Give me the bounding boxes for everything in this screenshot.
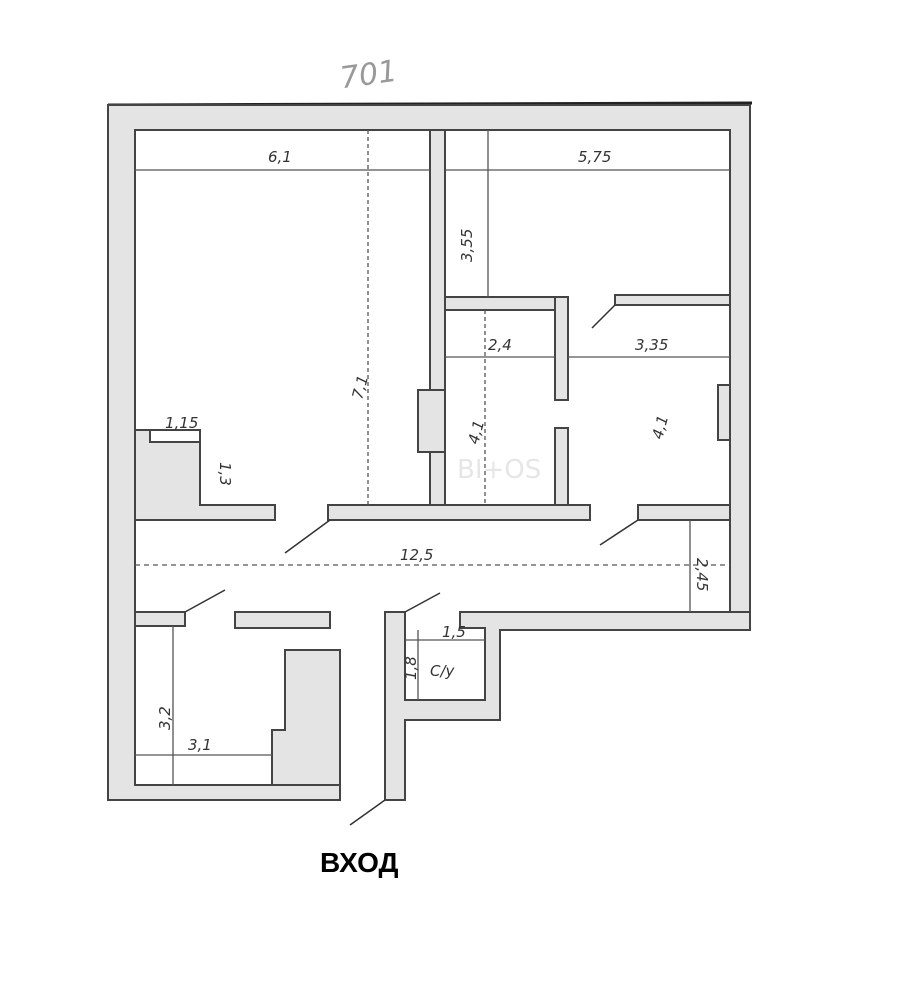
door-entrance[interactable] (349, 799, 386, 826)
interior-walls (134, 129, 731, 786)
door-room1[interactable] (284, 519, 331, 554)
dim-label-1-15: 1,15 (165, 414, 198, 432)
wall-corridor-north-right (637, 504, 731, 521)
dim-label-6-1: 6,1 (268, 148, 292, 166)
dim-label-3-2: 3,2 (156, 706, 174, 730)
door-room2[interactable] (591, 304, 616, 329)
wall-room3-room4-upper (554, 296, 569, 401)
apartment-number: 701 (338, 54, 400, 97)
door-room4[interactable] (599, 519, 639, 546)
dim-label-4-1-room3: 4,1 (464, 418, 488, 446)
bathroom-label: С/у (430, 662, 456, 680)
dim-label-1-3: 1,3 (216, 462, 234, 486)
door-bathroom[interactable] (404, 592, 441, 613)
niche-outline (149, 429, 201, 443)
room5-wall-block (271, 649, 341, 786)
doors (184, 304, 639, 826)
dim-label-5-75: 5,75 (578, 148, 611, 166)
dim-label-1-8: 1,8 (402, 656, 420, 680)
wall-room2-room4 (614, 294, 731, 306)
dim-label-7-1: 7,1 (348, 373, 372, 401)
dimension-lines (135, 130, 730, 785)
dim-label-3-55: 3,55 (458, 229, 476, 262)
dim-label-2-4: 2,4 (488, 336, 512, 354)
entrance-label: ВХОД (320, 847, 399, 878)
watermark: BI+OS (457, 455, 541, 485)
wall-room2-room3 (444, 296, 566, 311)
wall-corridor-south-mid (234, 611, 331, 629)
dim-label-1-5: 1,5 (442, 623, 466, 641)
niche-wall (134, 429, 276, 521)
dim-label-3-1: 3,1 (188, 736, 212, 754)
wall-corridor-south-left (134, 611, 186, 627)
wall-window-pier (717, 384, 731, 441)
wall-column (417, 389, 446, 453)
dim-label-12-5: 12,5 (400, 546, 433, 564)
wall-room3-room4-lower (554, 427, 569, 506)
dim-label-2-45: 2,45 (693, 558, 711, 591)
wall-corridor-north-mid (327, 504, 591, 521)
dim-label-4-1-room4: 4,1 (648, 413, 672, 441)
dim-label-3-35: 3,35 (635, 336, 668, 354)
door-room5[interactable] (184, 589, 226, 613)
outer-wall (107, 104, 751, 801)
outer-walls (107, 101, 753, 801)
